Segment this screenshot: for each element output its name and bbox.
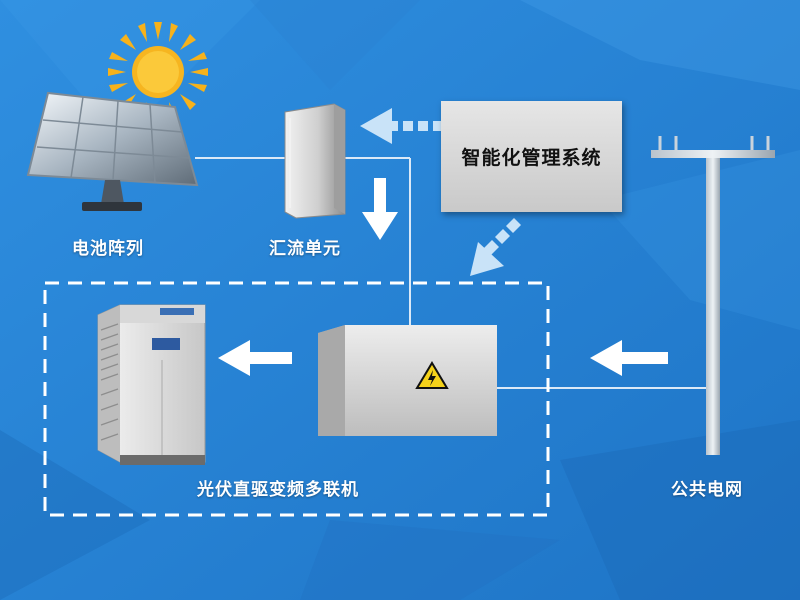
management-system-label: 智能化管理系统 (461, 147, 602, 169)
vrf-outdoor-unit-icon (97, 304, 206, 465)
arrow-management-to-combiner (360, 108, 443, 144)
vrf-unit-label: 光伏直驱变频多联机 (197, 480, 359, 500)
management-system-box: 智能化管理系统 (441, 101, 622, 212)
arrow-combiner-down (362, 178, 398, 240)
arrow-management-to-inverter (470, 218, 521, 276)
high-voltage-icon (415, 361, 449, 389)
combiner-label: 汇流单元 (269, 239, 341, 259)
inverter-box (318, 325, 497, 436)
solar-panel-icon (26, 91, 199, 211)
utility-pole-icon (651, 136, 775, 455)
flow-arrows (218, 108, 668, 376)
arrow-inverter-to-vrf (218, 340, 292, 376)
public-grid-label: 公共电网 (671, 480, 743, 500)
arrow-grid-to-inverter (590, 340, 668, 376)
combiner-cabinet-icon (284, 103, 346, 219)
connection-lines (195, 157, 712, 389)
solar-array-label: 电池阵列 (72, 239, 144, 259)
